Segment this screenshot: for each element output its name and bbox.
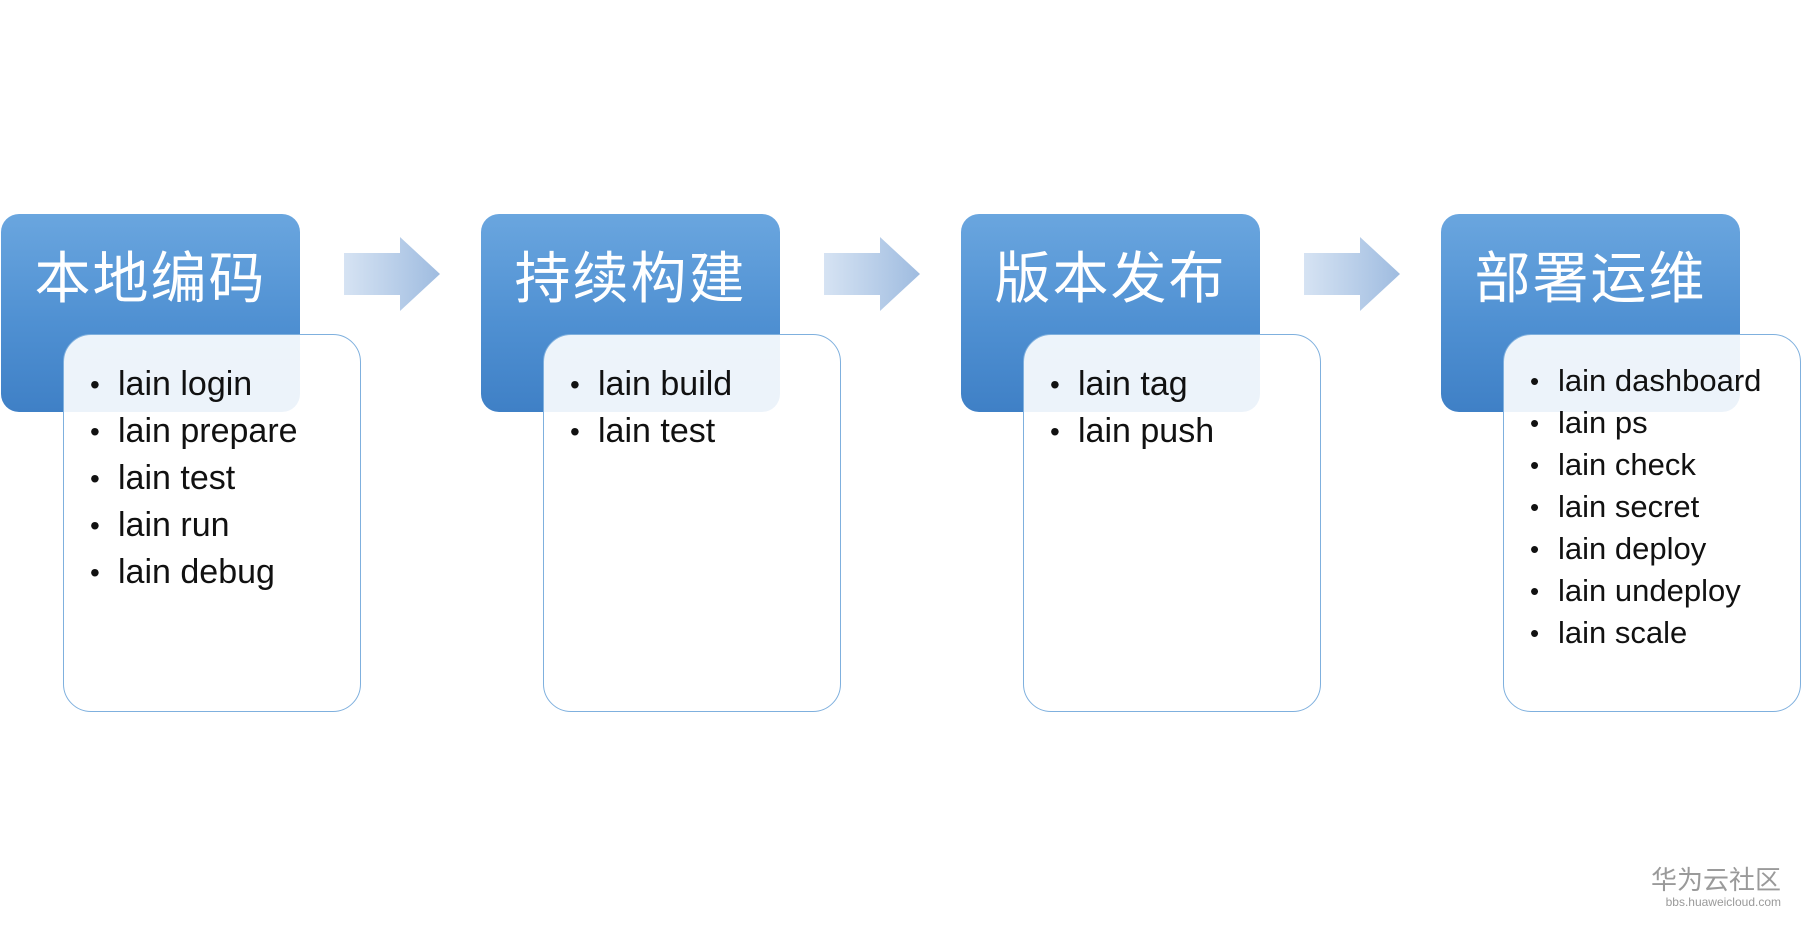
step-title: 本地编码 bbox=[34, 247, 267, 312]
step-title: 版本发布 bbox=[994, 247, 1227, 312]
list-item: lain secret bbox=[1530, 489, 1780, 525]
list-item: lain ps bbox=[1530, 405, 1780, 441]
step-command-card: lain login lain prepare lain test lain r… bbox=[63, 334, 361, 712]
watermark: 华为云社区 bbs.huaweicloud.com bbox=[1651, 867, 1781, 909]
step-command-card: lain dashboard lain ps lain check lain s… bbox=[1503, 334, 1801, 712]
list-item: lain run bbox=[90, 506, 340, 545]
command-list: lain tag lain push bbox=[1024, 335, 1320, 451]
watermark-brand: 华为云社区 bbox=[1650, 866, 1781, 896]
list-item: lain dashboard bbox=[1530, 363, 1780, 399]
list-item: lain test bbox=[570, 412, 820, 451]
list-item: lain push bbox=[1050, 412, 1300, 451]
step-continuous-build: 持续构建 lain build lain test bbox=[481, 214, 845, 714]
list-item: lain scale bbox=[1530, 615, 1780, 651]
command-list: lain dashboard lain ps lain check lain s… bbox=[1504, 335, 1800, 651]
list-item: lain deploy bbox=[1530, 531, 1780, 567]
step-local-coding: 本地编码 lain login lain prepare lain test l… bbox=[1, 214, 365, 714]
list-item: lain login bbox=[90, 365, 340, 404]
step-title: 持续构建 bbox=[514, 247, 747, 312]
command-list: lain login lain prepare lain test lain r… bbox=[64, 335, 360, 592]
list-item: lain debug bbox=[90, 553, 340, 592]
list-item: lain tag bbox=[1050, 365, 1300, 404]
flow-arrow-icon bbox=[1304, 237, 1400, 311]
list-item: lain prepare bbox=[90, 412, 340, 451]
list-item: lain build bbox=[570, 365, 820, 404]
step-title: 部署运维 bbox=[1474, 247, 1707, 312]
list-item: lain test bbox=[90, 459, 340, 498]
step-header: 部署运维 bbox=[1441, 214, 1740, 412]
command-list: lain build lain test bbox=[544, 335, 840, 451]
flow-arrow-icon bbox=[344, 237, 440, 311]
list-item: lain check bbox=[1530, 447, 1780, 483]
watermark-url: bbs.huaweicloud.com bbox=[1665, 895, 1781, 909]
step-version-release: 版本发布 lain tag lain push bbox=[961, 214, 1325, 714]
step-command-card: lain build lain test bbox=[543, 334, 841, 712]
flow-arrow-icon bbox=[824, 237, 920, 311]
list-item: lain undeploy bbox=[1530, 573, 1780, 609]
step-deploy-operate: 部署运维 lain dashboard lain ps lain check l… bbox=[1441, 214, 1801, 714]
step-command-card: lain tag lain push bbox=[1023, 334, 1321, 712]
